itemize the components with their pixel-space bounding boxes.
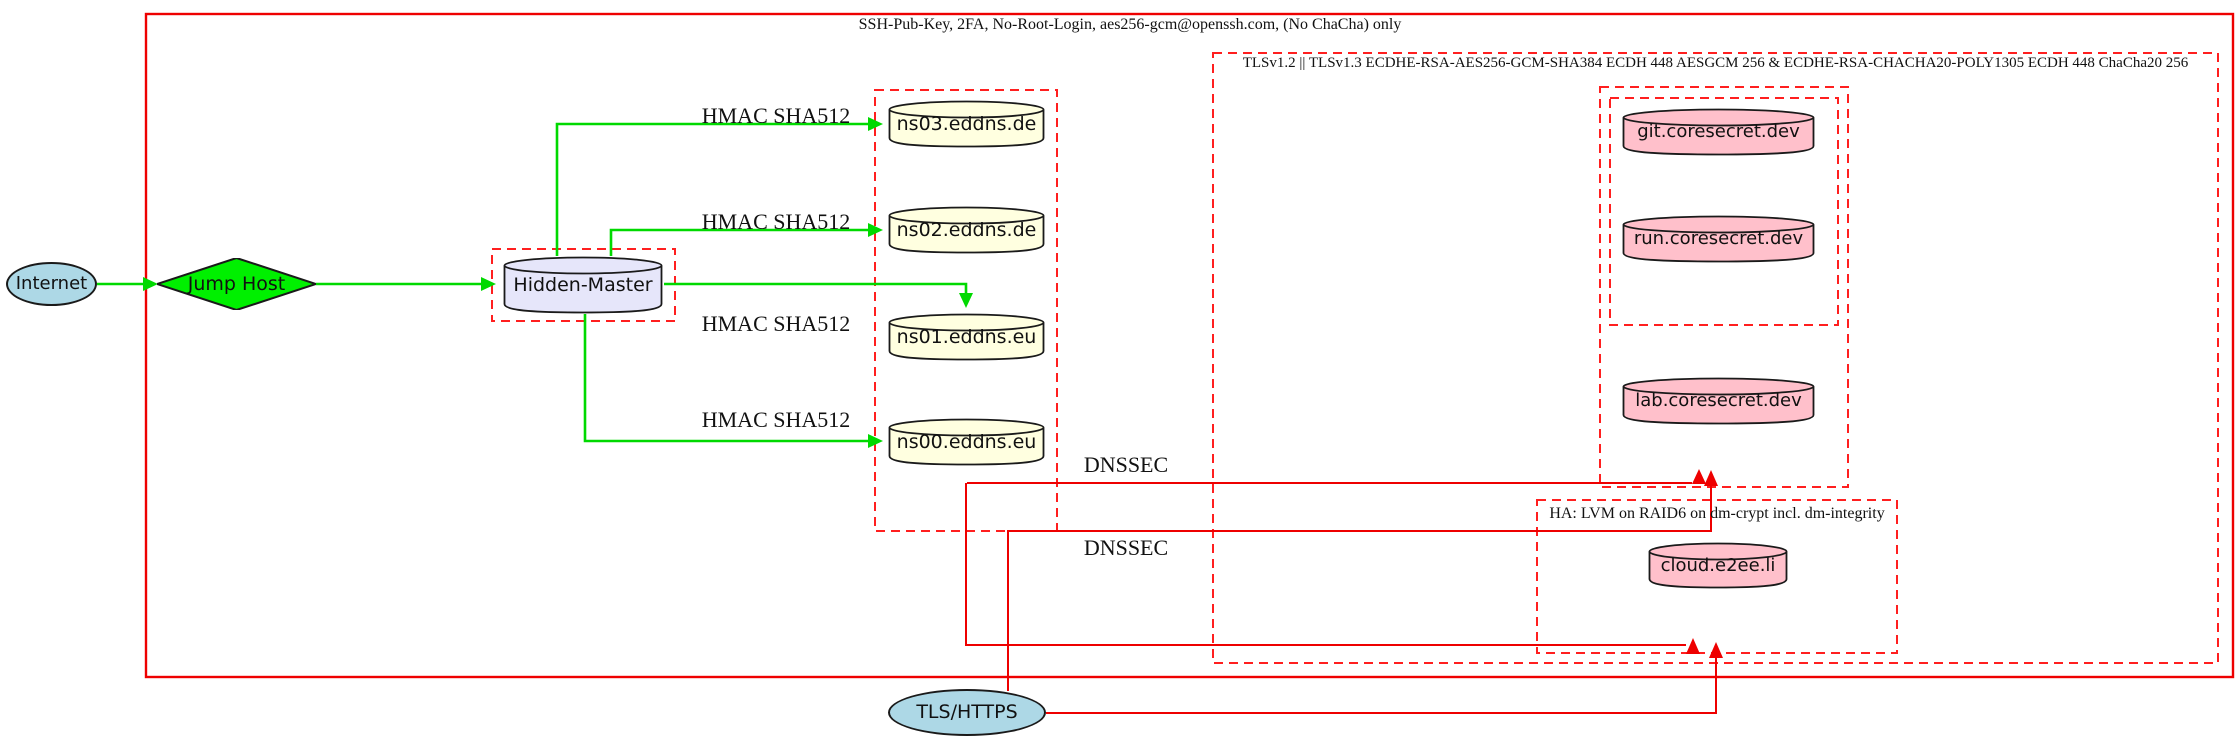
edge-internet-jumphost	[97, 277, 158, 291]
edge-label-hmac-ns03: HMAC SHA512	[701, 103, 851, 128]
edge-label-hmac-ns00: HMAC SHA512	[701, 407, 851, 432]
node-jump-host: Jump Host	[157, 258, 316, 310]
node-ns00: ns00.eddns.eu	[888, 418, 1045, 466]
node-ns00-label: ns00.eddns.eu	[896, 430, 1037, 453]
node-ns02: ns02.eddns.de	[888, 206, 1045, 254]
cylinder-shape	[888, 418, 1045, 466]
cylinder-shape	[888, 100, 1045, 148]
node-git: git.coresecret.dev	[1622, 108, 1815, 156]
node-cloud-label: cloud.e2ee.li	[1660, 554, 1776, 576]
node-run: run.coresecret.dev	[1622, 215, 1815, 263]
node-hidden-master: Hidden-Master	[503, 256, 663, 314]
node-lab: lab.coresecret.dev	[1622, 377, 1815, 425]
edge-hiddenmaster-ns03	[555, 117, 883, 256]
cylinder-shape	[888, 206, 1045, 254]
node-hidden-master-label: Hidden-Master	[513, 273, 653, 296]
cylinder-shape	[1622, 215, 1815, 263]
edge-label-hmac-ns02: HMAC SHA512	[701, 209, 851, 234]
node-jump-host-label: Jump Host	[187, 272, 286, 295]
edge-hiddenmaster-ns01	[664, 282, 973, 308]
cluster-ssh-label: SSH-Pub-Key, 2FA, No-Root-Login, aes256-…	[858, 16, 1402, 33]
cluster-coresecret-inner-box	[1609, 97, 1839, 326]
node-cloud: cloud.e2ee.li	[1648, 542, 1788, 589]
node-tls-https-label: TLS/HTTPS	[916, 701, 1018, 723]
cluster-tls-label: TLSv1.2 || TLSv1.3 ECDHE-RSA-AES256-GCM-…	[1242, 55, 2189, 71]
edge-label-dnssec-upper: DNSSEC	[1083, 452, 1169, 477]
node-ns03-label: ns03.eddns.de	[896, 112, 1037, 135]
node-ns03: ns03.eddns.de	[888, 100, 1045, 148]
cylinder-shape	[1622, 377, 1815, 425]
node-ns02-label: ns02.eddns.de	[896, 218, 1037, 241]
edge-tlshttps-to-ha	[1046, 642, 1723, 714]
cylinder-shape	[888, 313, 1045, 361]
edge-hiddenmaster-ns02	[609, 223, 883, 256]
node-ns01: ns01.eddns.eu	[888, 313, 1045, 361]
node-ns01-label: ns01.eddns.eu	[896, 325, 1037, 348]
cylinder-shape	[1648, 542, 1788, 589]
node-internet-label: Internet	[15, 273, 88, 294]
node-tls-https: TLS/HTTPS	[888, 689, 1046, 736]
node-git-label: git.coresecret.dev	[1637, 121, 1800, 142]
cylinder-shape	[503, 256, 663, 314]
edge-jumphost-hiddenmaster	[316, 277, 496, 291]
edge-label-dnssec-lower: DNSSEC	[1083, 535, 1169, 560]
edge-dnssec-upper	[967, 469, 1706, 484]
cluster-ha-label: HA: LVM on RAID6 on dm-crypt incl. dm-in…	[1549, 505, 1885, 522]
node-internet: Internet	[6, 262, 97, 306]
node-lab-label: lab.coresecret.dev	[1635, 390, 1802, 411]
node-run-label: run.coresecret.dev	[1633, 228, 1804, 249]
edge-dnssec-lower	[1007, 470, 1718, 691]
edge-hiddenmaster-ns00	[583, 314, 883, 448]
cylinder-shape	[1622, 108, 1815, 156]
edge-ns-to-ha	[965, 483, 1700, 654]
edge-label-hmac-ns01: HMAC SHA512	[701, 311, 851, 336]
cluster-coresecret-outer-box	[1599, 86, 1849, 488]
diamond-shape	[157, 258, 316, 310]
cluster-ssh-box	[144, 12, 2235, 679]
